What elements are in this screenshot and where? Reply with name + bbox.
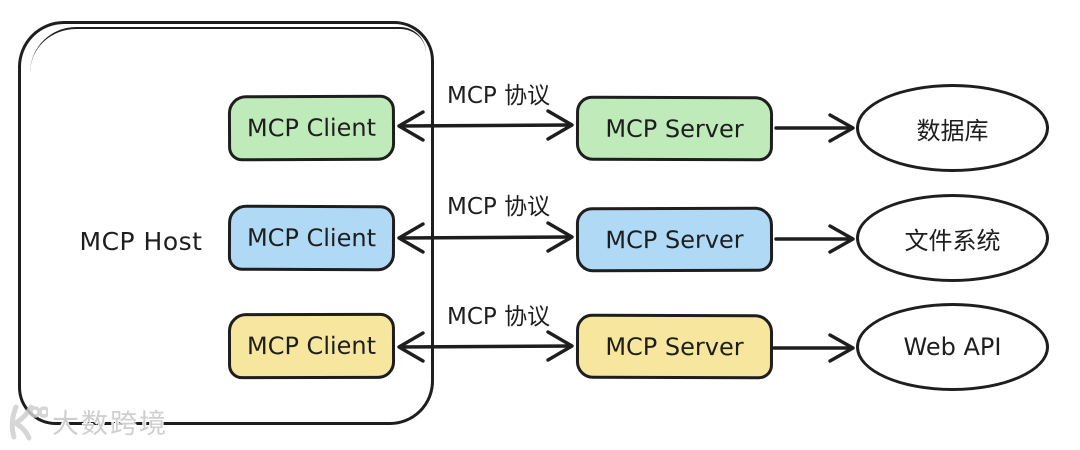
protocol-label-row3: MCP 协议	[447, 304, 551, 330]
resource-label: 文件系统	[904, 226, 1001, 255]
resource-label: Web API	[903, 333, 1002, 361]
mcp-server-label: MCP Server	[605, 114, 744, 143]
mcp-host-box: MCP Host	[18, 21, 434, 425]
resource-ellipse-database: 数据库	[856, 84, 1049, 172]
mcp-host-label: MCP Host	[79, 227, 203, 256]
mcp-client-box-row1: MCP Client	[227, 94, 396, 162]
mcp-server-label: MCP Server	[605, 332, 744, 361]
resource-label: 数据库	[916, 116, 989, 145]
mcp-server-box-row3: MCP Server	[575, 313, 774, 380]
mcp-server-box-row1: MCP Server	[575, 95, 774, 162]
server-resource-arrow-row2	[774, 224, 855, 254]
resource-ellipse-webapi: Web API	[856, 303, 1049, 391]
watermark-logo-icon	[9, 404, 48, 440]
mcp-client-box-row2: MCP Client	[227, 204, 396, 272]
watermark-text: 大数跨境	[52, 409, 168, 440]
resource-ellipse-filesystem: 文件系统	[856, 194, 1049, 282]
mcp-client-label: MCP Client	[246, 113, 377, 143]
server-resource-arrow-row1	[774, 113, 855, 143]
mcp-client-label: MCP Client	[246, 331, 377, 361]
mcp-client-label: MCP Client	[246, 223, 377, 253]
server-resource-arrow-row3	[772, 333, 855, 363]
mcp-server-box-row2: MCP Server	[575, 206, 774, 273]
protocol-label-row1: MCP 协议	[447, 83, 551, 109]
mcp-client-box-row3: MCP Client	[227, 312, 396, 380]
protocol-label-row2: MCP 协议	[447, 194, 551, 220]
watermark: 大数跨境	[6, 402, 168, 441]
mcp-server-label: MCP Server	[605, 225, 744, 254]
